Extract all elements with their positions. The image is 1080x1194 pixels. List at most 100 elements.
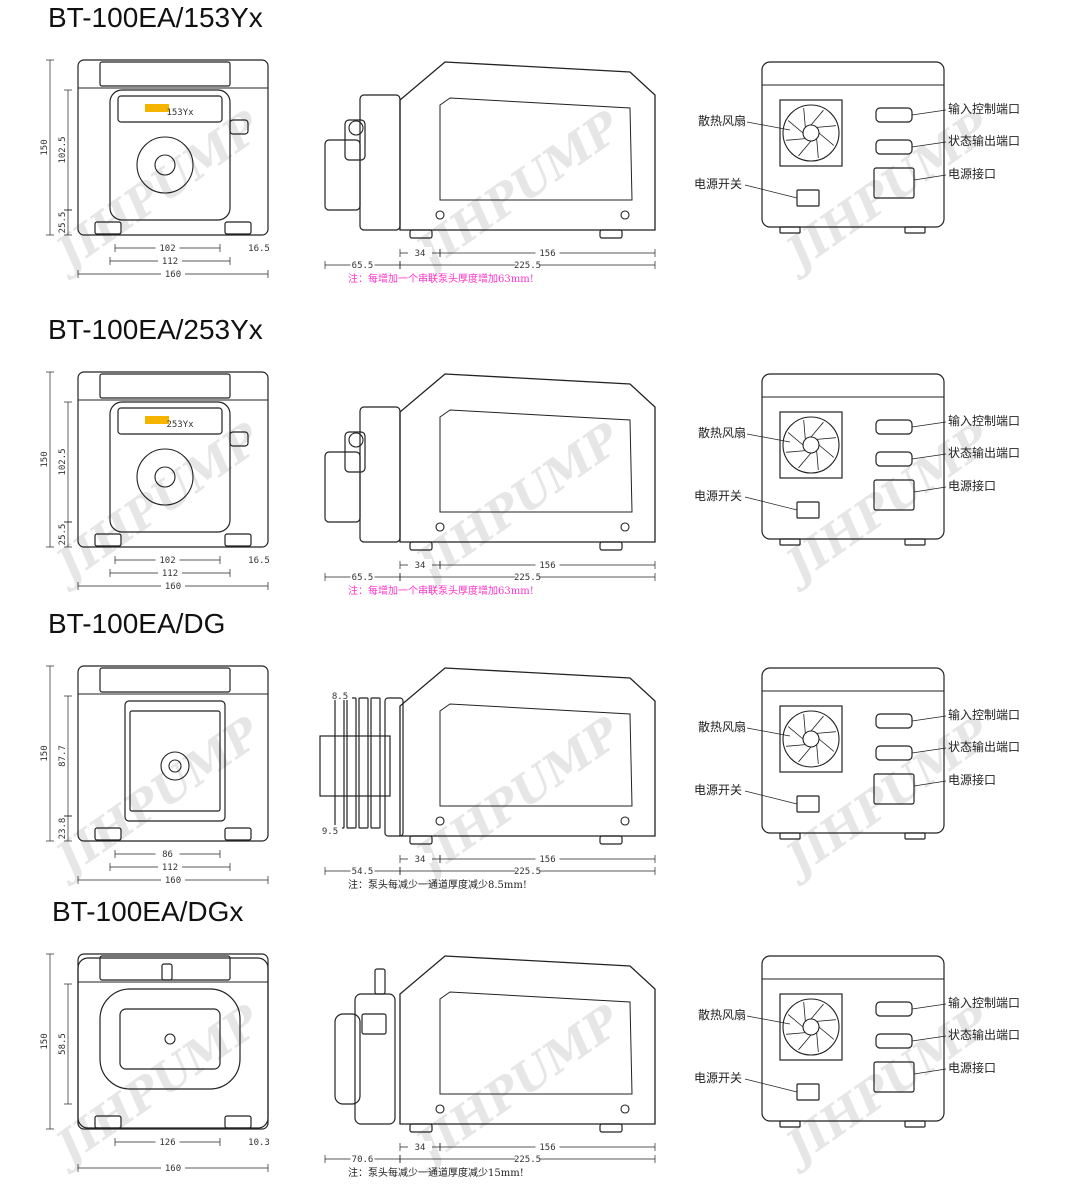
dim-label-bg xyxy=(155,1136,180,1146)
fan-label: 散热风扇 xyxy=(698,425,746,440)
drawing-line xyxy=(746,121,791,131)
pump-head-model: 253Yx xyxy=(166,420,194,430)
model-title: BT-100EA/153Yx xyxy=(48,2,263,33)
display-window xyxy=(439,97,633,201)
switch-label: 电源开关 xyxy=(694,783,742,797)
drawing-line xyxy=(786,138,806,141)
input-port xyxy=(875,713,913,729)
fan-label: 散热风扇 xyxy=(698,113,746,128)
screw xyxy=(435,1104,445,1114)
display-window xyxy=(439,409,633,513)
fan-grille xyxy=(779,99,843,167)
channel-cassette xyxy=(358,697,369,829)
pump-housing xyxy=(77,957,269,1129)
drawing-line xyxy=(816,138,819,158)
power-socket xyxy=(873,479,915,511)
foot xyxy=(599,835,623,845)
drawing-line xyxy=(911,747,947,754)
pump-housing xyxy=(77,59,269,236)
output-port-label: 状态输出端口 xyxy=(948,739,1020,754)
channel-cassette xyxy=(370,697,381,829)
dimension-label: 160 xyxy=(165,582,181,592)
rotor-hub xyxy=(154,466,176,488)
rotor xyxy=(160,751,190,781)
dim-label-bg xyxy=(158,255,182,265)
foot xyxy=(409,541,433,551)
screw xyxy=(435,522,445,532)
pump-head-window xyxy=(119,1008,221,1070)
dimension-label: 34 xyxy=(415,855,426,865)
label-sticker xyxy=(145,104,169,112)
drawing-line xyxy=(746,1015,791,1025)
foot xyxy=(779,226,801,234)
drawing-line xyxy=(787,432,804,446)
screw xyxy=(435,816,445,826)
motor-body xyxy=(399,667,656,837)
dimension-label: 160 xyxy=(165,1164,181,1174)
lever-side xyxy=(344,431,366,473)
watermark-logo: JIHPUMP xyxy=(401,995,631,1177)
dimension-label: 225.5 xyxy=(514,573,541,583)
drawing-line xyxy=(786,1032,806,1035)
dimension-label: 102 xyxy=(159,556,175,566)
drawing-line xyxy=(786,744,806,747)
rear-housing xyxy=(761,667,945,834)
rotor-hub xyxy=(154,154,176,176)
drawing-line xyxy=(913,780,947,787)
screw xyxy=(435,210,445,220)
dimension-label: 160 xyxy=(165,270,181,280)
watermark-logo: JIHPUMP xyxy=(771,707,1001,889)
top-panel xyxy=(99,667,231,693)
input-port-label: 输入控制端口 xyxy=(948,101,1020,116)
dim-label-bg xyxy=(155,554,180,564)
drawing-line xyxy=(803,420,806,440)
dim-label-bg xyxy=(350,1153,375,1163)
dimension-label: 34 xyxy=(415,249,426,259)
power-port-label: 电源接口 xyxy=(948,166,996,181)
foot xyxy=(904,538,926,546)
pump-head xyxy=(99,988,241,1090)
dim-label-bg xyxy=(158,861,182,871)
drawing-line xyxy=(744,790,798,805)
channel-cassette xyxy=(334,697,345,829)
power-port-label: 电源接口 xyxy=(948,1060,996,1075)
drawing-line xyxy=(913,486,947,493)
dimension-label: 156 xyxy=(539,249,555,259)
drawing-line xyxy=(816,1019,836,1022)
dim-label-bg xyxy=(408,247,432,257)
mount-plate xyxy=(384,697,404,837)
drawing-line xyxy=(787,726,804,740)
output-port-label: 状态输出端口 xyxy=(948,133,1020,148)
dim-label-bg xyxy=(328,690,352,700)
footnote: 注：泵头每减少一通道厚度减少15mm! xyxy=(348,1166,524,1179)
power-socket xyxy=(873,167,915,199)
pump-head-label-area xyxy=(117,95,223,123)
fan-grille xyxy=(779,705,843,773)
fan-grille xyxy=(779,993,843,1061)
dim-label-bg xyxy=(515,865,540,875)
dim-label-bg xyxy=(408,1141,432,1151)
foot xyxy=(94,533,122,547)
drawing-line xyxy=(816,125,836,128)
foot xyxy=(409,835,433,845)
clamp xyxy=(361,1013,387,1035)
dim-label-bg xyxy=(350,865,375,875)
drawing-line xyxy=(913,1068,947,1075)
footnote: 注：每增加一个串联泵头厚度增加63mm! xyxy=(348,272,534,285)
drawing-line xyxy=(810,109,824,126)
pump-head-cover xyxy=(334,1013,361,1105)
drawing-line xyxy=(787,120,804,134)
watermark-logo: JIHPUMP xyxy=(771,101,1001,283)
dimension-label: 112 xyxy=(162,257,178,267)
dimension-label: 112 xyxy=(162,863,178,873)
tension-knob xyxy=(161,963,173,981)
foot xyxy=(779,1120,801,1128)
dimension-label: 156 xyxy=(539,855,555,865)
